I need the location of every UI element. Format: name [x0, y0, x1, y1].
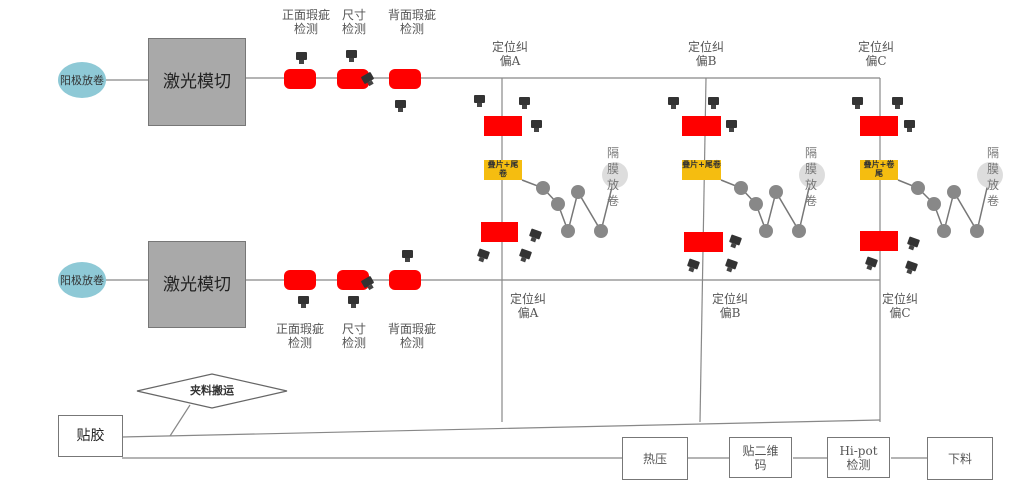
qr-code-box: 贴二维码 — [729, 437, 792, 478]
back-defect-label-top: 背面瑕疵检测 — [388, 8, 437, 36]
camera-icon — [298, 296, 309, 308]
unload-box: 下料 — [927, 437, 993, 480]
separator-label-a: 隔膜放卷 — [607, 146, 620, 208]
station-c-top-red — [860, 116, 898, 136]
laser-die-cut-top: 激光模切 — [148, 38, 246, 126]
tape-box: 贴胶 — [58, 415, 123, 457]
separator-roll-b — [799, 162, 825, 188]
camera-icon — [726, 120, 737, 132]
station-b-top-red — [682, 116, 721, 136]
station-a-top-label: 定位纠偏A — [491, 40, 528, 68]
station-a-bottom-label: 定位纠偏A — [509, 292, 546, 320]
anode-unwind-bottom: 阳极放卷 — [58, 262, 106, 298]
hot-press-box: 热压 — [622, 437, 688, 480]
back-inspection-bottom — [389, 270, 421, 290]
separator-label-b: 隔膜放卷 — [805, 146, 818, 208]
camera-icon — [531, 120, 542, 132]
camera-icon — [852, 97, 863, 109]
separator-roll-c — [977, 162, 1003, 188]
station-c-bottom-label: 定位纠偏C — [881, 292, 918, 320]
station-c-bottom-red — [860, 231, 898, 251]
station-a-top-red — [484, 116, 522, 136]
hipot-test-box: Hi-pot检测 — [827, 437, 890, 478]
size-label-top: 尺寸检测 — [341, 8, 366, 36]
camera-icon — [402, 250, 413, 262]
station-b-bottom-red — [684, 232, 723, 252]
station-c-stack: 叠片+卷尾 — [860, 160, 898, 180]
camera-icon — [708, 97, 719, 109]
back-inspection-top — [389, 69, 421, 89]
laser-die-cut-bottom: 激光模切 — [148, 241, 246, 328]
camera-icon — [668, 97, 679, 109]
camera-icon — [348, 296, 359, 308]
station-a-stack: 叠片+尾卷 — [484, 160, 522, 180]
front-inspection-bottom — [284, 270, 316, 290]
camera-icon — [346, 50, 357, 62]
size-label-bottom: 尺寸检测 — [341, 322, 366, 350]
size-inspection-bottom — [337, 270, 369, 290]
station-b-stack: 叠片+尾卷 — [682, 160, 721, 180]
camera-icon — [519, 97, 530, 109]
station-b-top-label: 定位纠偏B — [687, 40, 724, 68]
front-inspection-top — [284, 69, 316, 89]
camera-icon — [474, 95, 485, 107]
station-a-bottom-red — [481, 222, 518, 242]
separator-roll-a — [602, 162, 628, 188]
front-defect-label-top: 正面瑕疵检测 — [282, 8, 331, 36]
station-c-top-label: 定位纠偏C — [857, 40, 894, 68]
back-defect-label-bottom: 背面瑕疵检测 — [388, 322, 437, 350]
camera-icon — [892, 97, 903, 109]
anode-unwind-top: 阳极放卷 — [58, 62, 106, 98]
front-defect-label-bottom: 正面瑕疵检测 — [276, 322, 325, 350]
camera-icon — [395, 100, 406, 112]
camera-icon — [904, 120, 915, 132]
separator-label-c: 隔膜放卷 — [987, 146, 1000, 208]
transfer-label: 夹料搬运 — [190, 384, 234, 397]
size-inspection-top — [337, 69, 369, 89]
station-b-bottom-label: 定位纠偏B — [711, 292, 748, 320]
camera-icon — [296, 52, 307, 64]
